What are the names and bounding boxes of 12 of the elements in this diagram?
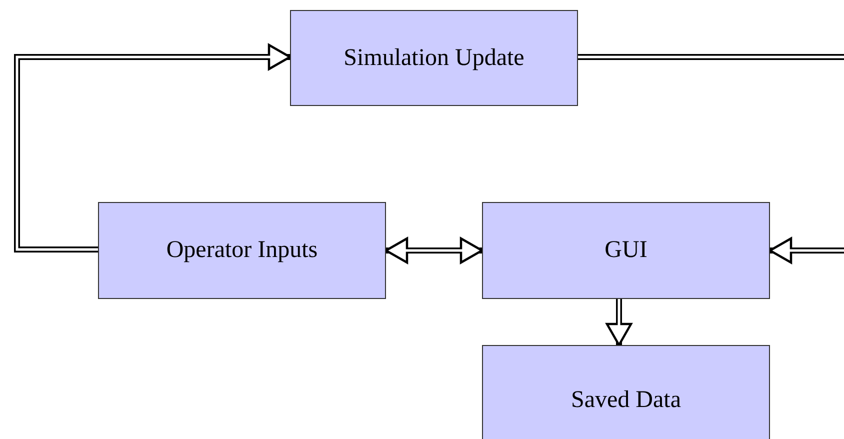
box-label: Simulation Update [344, 44, 524, 72]
double-arrow [14, 44, 292, 252]
process-box [482, 345, 770, 439]
process-box [290, 10, 578, 106]
box-label: Operator Inputs [166, 237, 318, 264]
box-label: Saved Data [571, 386, 681, 414]
double-arrow [606, 299, 632, 346]
double-arrow [384, 237, 484, 264]
double-arrow [578, 54, 844, 264]
process-box [482, 202, 770, 299]
box-label: GUI [604, 237, 648, 264]
process-box [98, 202, 386, 299]
